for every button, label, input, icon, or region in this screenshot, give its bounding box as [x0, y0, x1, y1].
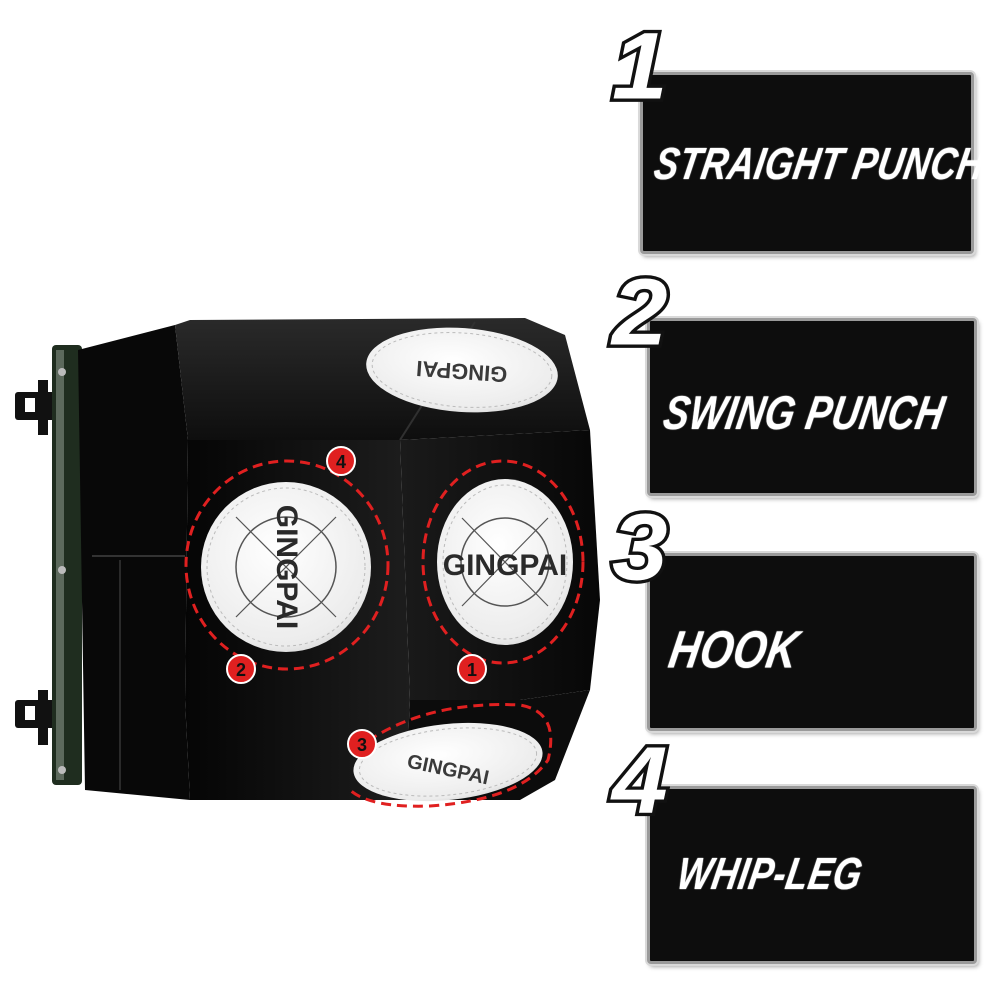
technique-label-3: HOOK — [664, 620, 804, 679]
svg-text:1: 1 — [467, 660, 477, 680]
technique-label-2: SWING PUNCH — [659, 387, 949, 441]
pad-right — [437, 479, 573, 645]
pad-right-logo: GINGPAI — [443, 549, 567, 582]
technique-number-2: 2 — [609, 258, 672, 366]
technique-number-4: 4 — [609, 726, 672, 834]
pad-top — [366, 327, 558, 413]
zone-rings — [184, 459, 585, 808]
technique-card-3: HOOK — [647, 553, 977, 731]
zone-marker-4: 4 — [326, 446, 356, 476]
zone-marker-2: 2 — [226, 654, 256, 684]
technique-card-1: STRAIGHT PUNCH — [640, 72, 989, 254]
svg-text:3: 3 — [357, 735, 367, 755]
pad-left — [201, 482, 371, 652]
technique-number-1: 1 — [609, 12, 672, 120]
technique-card-2: SWING PUNCH — [647, 318, 977, 496]
pad-left-logo: GINGPAI — [270, 505, 303, 629]
zone-marker-3: 3 — [347, 729, 377, 759]
technique-number-3: 3 — [609, 493, 672, 601]
target-body-left-panel — [78, 325, 190, 800]
technique-label-4: WHIP-LEG — [673, 847, 867, 899]
technique-label-1: STRAIGHT PUNCH — [650, 137, 989, 189]
zone-marker-1: 1 — [457, 654, 487, 684]
svg-text:2: 2 — [236, 660, 246, 680]
technique-card-4: WHIP-LEG — [647, 786, 977, 964]
pad-bottom — [353, 722, 543, 802]
svg-text:4: 4 — [336, 452, 346, 472]
